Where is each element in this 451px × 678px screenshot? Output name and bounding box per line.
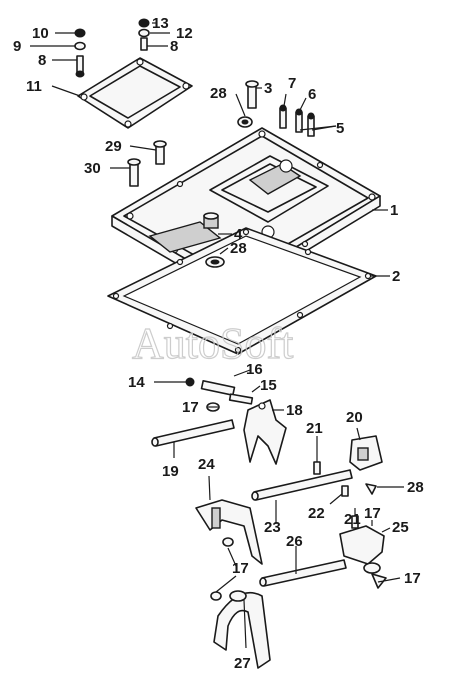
watermark-text: AutoSoft — [132, 319, 293, 368]
callout-8-upper: 8 — [170, 38, 178, 55]
callout-22: 22 — [308, 505, 325, 522]
bolt-part-3 — [245, 80, 259, 109]
callout-6: 6 — [308, 86, 316, 103]
shift-rail-part-19 — [151, 419, 235, 447]
callout-5: 5 — [336, 120, 344, 137]
callout-28-top: 28 — [210, 85, 227, 102]
clip-part-28-lower — [365, 483, 377, 495]
housing-cover — [111, 127, 381, 297]
callout-30: 30 — [84, 160, 101, 177]
callout-25: 25 — [392, 519, 409, 536]
pin-part-22 — [341, 485, 349, 497]
detent-part-20 — [349, 435, 383, 471]
washer-part-28-upper — [237, 116, 253, 128]
breather-part-4 — [203, 212, 219, 229]
callout-10: 10 — [32, 25, 49, 42]
shift-rail-part-26 — [259, 559, 347, 587]
clip-part-17-right — [371, 573, 387, 589]
callout-17-upper: 17 — [182, 399, 199, 416]
spring-part-16 — [200, 379, 236, 397]
shift-fork-part-24 — [195, 499, 263, 565]
callout-23: 23 — [264, 519, 281, 536]
callout-8-left: 8 — [38, 52, 46, 69]
callout-13: 13 — [152, 15, 169, 32]
callout-21-lower: 21 — [344, 511, 361, 528]
callout-7: 7 — [288, 75, 296, 92]
callout-28-right: 28 — [407, 479, 424, 496]
callout-11: 11 — [26, 78, 42, 95]
callout-15: 15 — [260, 377, 277, 394]
callout-4: 4 — [234, 226, 243, 243]
small-cover-plate — [77, 57, 193, 129]
callout-9: 9 — [13, 38, 21, 55]
gasket — [107, 227, 377, 355]
springs-part-6-7 — [279, 104, 315, 137]
fastener-group-top-left — [74, 18, 150, 78]
shift-rail-part-23 — [251, 469, 353, 501]
callout-26: 26 — [286, 533, 303, 550]
leader-lines — [30, 22, 404, 649]
callout-28-mid: 28 — [230, 240, 247, 257]
spring-part-21-upper — [313, 461, 321, 475]
callout-27: 27 — [234, 655, 251, 672]
shift-block-part-25 — [339, 525, 385, 574]
shift-fork-part-27 — [213, 590, 271, 669]
clip-part-17-lower — [210, 591, 222, 601]
washer-part-28-lower — [205, 256, 225, 268]
callout-17-mid: 17 — [232, 560, 249, 577]
callout-17-right-lower: 17 — [404, 570, 421, 587]
callout-2: 2 — [392, 268, 400, 285]
ball-part-14 — [185, 377, 195, 387]
callout-3: 3 — [264, 80, 272, 97]
callout-21-upper: 21 — [306, 420, 323, 437]
callout-29: 29 — [105, 138, 122, 155]
pin-part-15 — [228, 393, 254, 405]
callout-12: 12 — [176, 25, 193, 42]
callout-1: 1 — [390, 202, 398, 219]
callout-17-right-upper: 17 — [364, 505, 381, 522]
callout-14: 14 — [128, 374, 145, 391]
clip-part-17-mid — [222, 537, 234, 547]
callout-19: 19 — [162, 463, 179, 480]
callout-18: 18 — [286, 402, 303, 419]
bolt-part-29 — [153, 140, 167, 165]
callout-16: 16 — [246, 361, 263, 378]
callout-24: 24 — [198, 456, 215, 473]
callout-labels: 10 9 13 12 8 8 11 28 3 7 6 5 29 30 1 4 2… — [13, 15, 424, 672]
bolt-part-30 — [127, 158, 141, 187]
callout-20: 20 — [346, 409, 363, 426]
